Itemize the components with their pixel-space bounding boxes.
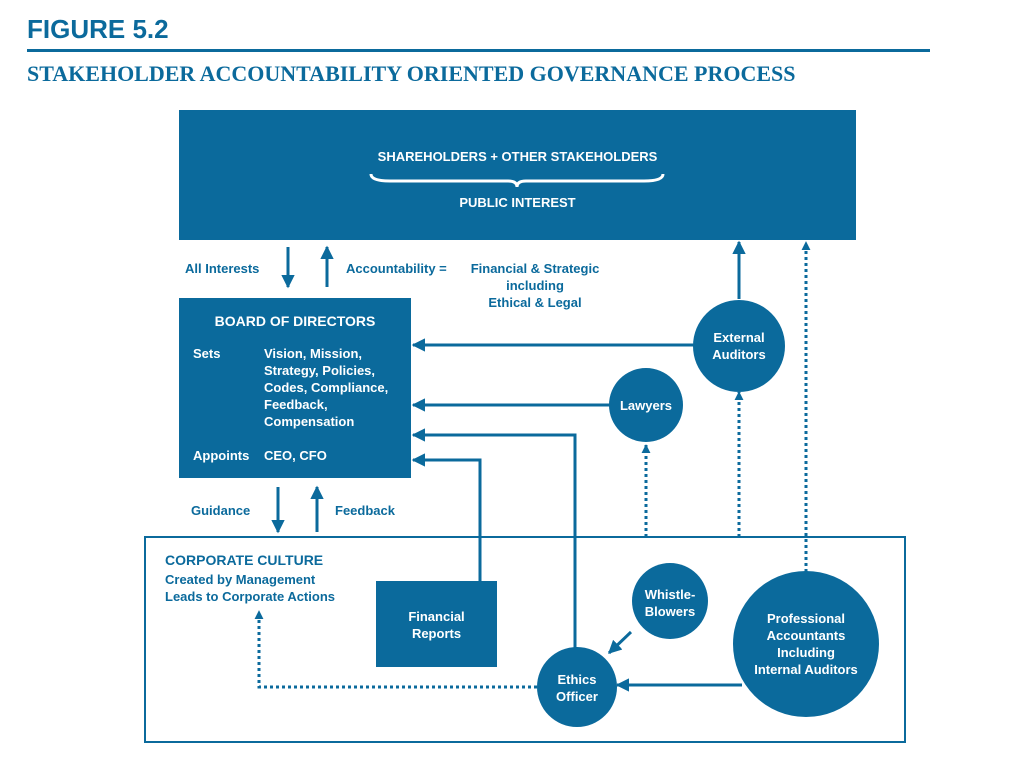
figure-title: STAKEHOLDER ACCOUNTABILITY ORIENTED GOVE… — [27, 61, 796, 86]
accountability-label: Accountability = — [346, 261, 447, 276]
ethics-officer-to-board-arrow — [411, 428, 577, 651]
ethics-officer-line1: Ethics — [557, 672, 597, 687]
financial-reports-box — [376, 581, 497, 667]
accountability-line3: Ethical & Legal — [488, 295, 582, 310]
ethics-officer-line2: Officer — [556, 689, 598, 704]
figure-label: FIGURE 5.2 — [27, 14, 169, 44]
top-brace — [369, 173, 665, 188]
professional-accountants-line1: Professional — [766, 611, 846, 626]
top-stakeholders-box — [179, 110, 856, 240]
accountability-line1: Financial & Strategic — [470, 261, 600, 276]
corporate-culture-line1: Created by Management — [165, 572, 316, 587]
corporate-culture-line2: Leads to Corporate Actions — [165, 589, 335, 604]
feedback-label: Feedback — [335, 503, 395, 518]
public-interest-label: PUBLIC INTEREST — [459, 195, 576, 210]
board-sets-item: Codes, Compliance, — [264, 380, 389, 395]
financial-reports-to-board-arrow — [411, 453, 482, 581]
stakeholders-label: SHAREHOLDERS + OTHER STAKEHOLDERS — [377, 149, 658, 164]
whistle-blowers-line1: Whistle- — [644, 587, 696, 602]
whistle-blowers-line2: Blowers — [644, 604, 696, 619]
professional-accountants-line4: Internal Auditors — [754, 662, 858, 677]
whistle-blowers-node — [632, 563, 708, 639]
lawyers-label: Lawyers — [619, 398, 673, 413]
financial-reports-line2: Reports — [411, 626, 462, 641]
board-sets-item: Feedback, — [264, 397, 328, 412]
board-sets-item: Vision, Mission, — [264, 346, 363, 361]
external-auditors-line2: Auditors — [712, 347, 766, 362]
whistle-blowers-to-ethics-arrow — [607, 630, 633, 655]
title-rule — [27, 49, 930, 52]
lawyers-node — [609, 368, 683, 442]
ethics-officer-node — [537, 647, 617, 727]
board-sets-item: Compensation — [264, 414, 355, 429]
ethics-officer-to-culture-dotted-arrow — [254, 610, 537, 689]
board-sets-label: Sets — [193, 346, 221, 361]
financial-reports-line1: Financial — [408, 609, 465, 624]
all-interests-label: All Interests — [185, 261, 260, 276]
professional-accountants-line3: Including — [777, 645, 835, 660]
external-auditors-node — [693, 300, 785, 392]
guidance-label: Guidance — [191, 503, 251, 518]
accountability-line2: including — [506, 278, 564, 293]
board-appoints-value: CEO, CFO — [264, 448, 327, 463]
board-title: BOARD OF DIRECTORS — [214, 313, 376, 329]
corporate-culture-title: CORPORATE CULTURE — [165, 552, 324, 568]
professional-accountants-node — [733, 571, 879, 717]
professional-accountants-line2: Accountants — [766, 628, 846, 643]
board-sets-item: Strategy, Policies, — [264, 363, 376, 378]
external-auditors-line1: External — [713, 330, 765, 345]
board-box — [179, 298, 411, 478]
board-appoints-label: Appoints — [193, 448, 250, 463]
